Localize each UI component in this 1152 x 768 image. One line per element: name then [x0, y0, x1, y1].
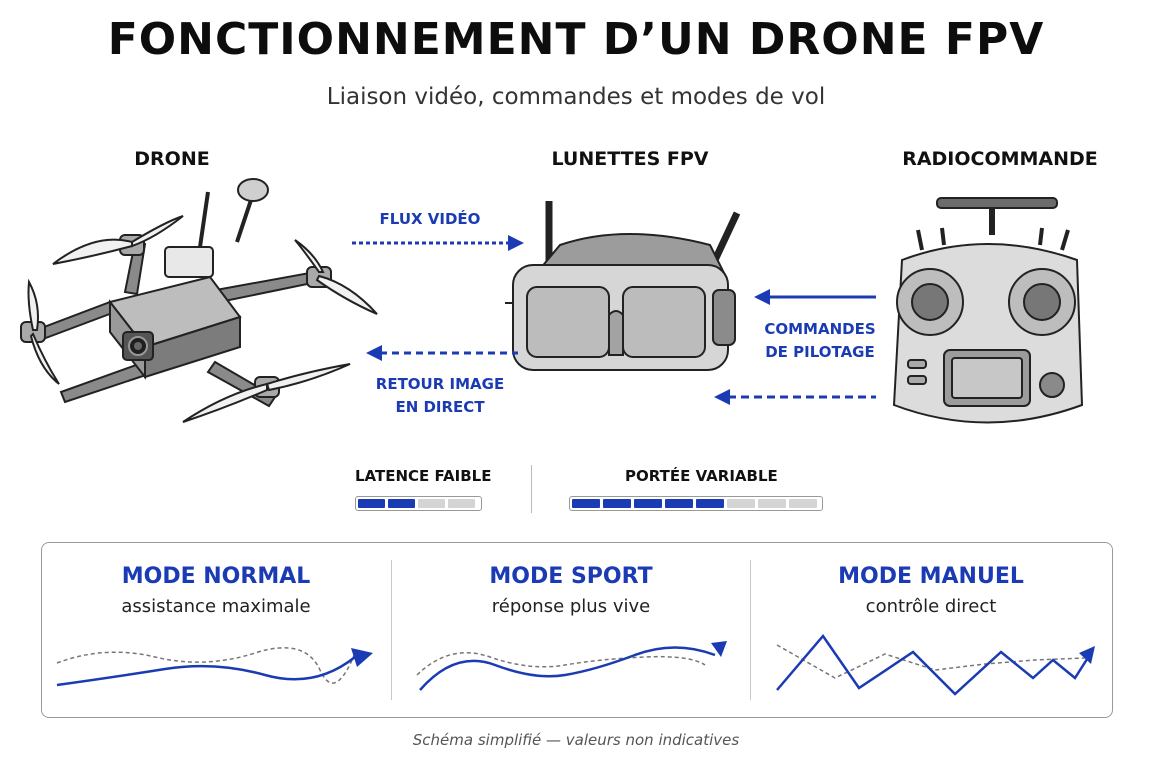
mode-sport-title: MODE SPORT	[489, 564, 653, 589]
range-meter	[569, 496, 823, 511]
meter-segment	[634, 499, 662, 508]
flight-modes-panel	[41, 542, 1113, 718]
commands-label-2: DE PILOTAGE	[765, 343, 875, 361]
image-return-label-1: RETOUR IMAGE	[375, 375, 505, 393]
meter-segment	[358, 499, 385, 508]
mode-sport-subtitle: réponse plus vive	[491, 596, 651, 617]
meter-segment	[448, 499, 475, 508]
arrow-left-icon	[714, 389, 730, 405]
meter-segment	[758, 499, 786, 508]
video-flux-label: FLUX VIDÉO	[379, 210, 481, 228]
meter-segment	[572, 499, 600, 508]
commands-dashed-arrow	[714, 389, 876, 405]
goggles-label: LUNETTES FPV	[551, 148, 709, 170]
meter-segment	[388, 499, 415, 508]
meter-divider	[531, 465, 532, 513]
commands-arrow	[754, 289, 876, 305]
mode-normal-subtitle: assistance maximale	[121, 596, 311, 617]
arrow-right-icon	[711, 641, 727, 657]
video-flux-arrow	[352, 235, 524, 251]
arrow-left-icon	[366, 345, 382, 361]
image-return-label-2: EN DIRECT	[395, 398, 485, 416]
meter-segment	[727, 499, 755, 508]
arrow-left-icon	[754, 289, 770, 305]
range-meter-label: PORTÉE VARIABLE	[625, 467, 778, 485]
radio-controller-icon	[892, 197, 1084, 424]
meter-segment	[665, 499, 693, 508]
mode-normal-curve	[56, 647, 373, 687]
page-subtitle: Liaison vidéo, commandes et modes de vol	[326, 84, 826, 110]
radio-label: RADIOCOMMANDE	[902, 148, 1098, 170]
meter-segment	[418, 499, 445, 508]
arrow-right-icon	[1079, 646, 1095, 664]
arrow-right-icon	[351, 648, 373, 667]
meter-segment	[603, 499, 631, 508]
meter-segment	[696, 499, 724, 508]
fpv-goggles-icon	[505, 201, 741, 371]
mode-manual-title: MODE MANUEL	[838, 564, 1024, 589]
arrow-right-icon	[508, 235, 524, 251]
mode-sport-curve	[416, 641, 727, 691]
mode-manual-curve	[776, 633, 1095, 696]
page-title: FONCTIONNEMENT D’UN DRONE FPV	[107, 14, 1045, 65]
image-return-arrow	[366, 345, 518, 361]
latency-meter	[355, 496, 482, 511]
mode-normal-title: MODE NORMAL	[121, 564, 311, 589]
meter-segment	[789, 499, 817, 508]
commands-label-1: COMMANDES	[764, 320, 876, 338]
drone-label: DRONE	[134, 148, 210, 170]
fpv-drone-icon	[20, 178, 378, 423]
footer-note: Schéma simplifié — valeurs non indicativ…	[412, 731, 740, 749]
mode-manual-subtitle: contrôle direct	[865, 596, 997, 617]
mode-divider	[391, 560, 392, 700]
mode-divider	[750, 560, 751, 700]
latency-meter-label: LATENCE FAIBLE	[355, 467, 492, 485]
